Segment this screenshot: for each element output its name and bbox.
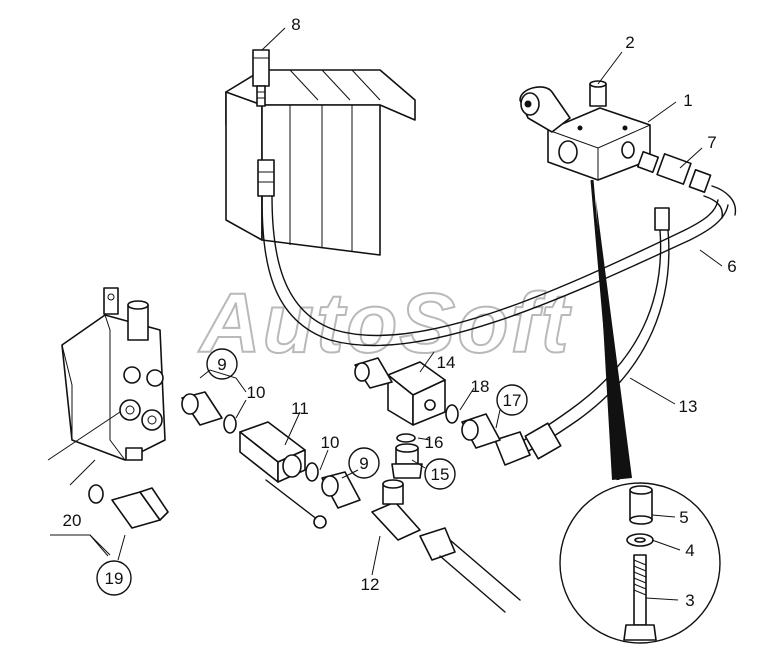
callout-12: 12	[361, 575, 380, 594]
bolt-3	[623, 554, 657, 641]
block-hose-fitting	[257, 159, 275, 197]
leader-lines	[199, 27, 723, 601]
hose-lower	[419, 527, 521, 613]
callout-15: 15	[424, 458, 456, 490]
o-ring-20	[88, 484, 104, 504]
bolt-8	[252, 49, 270, 107]
o-ring-18	[445, 404, 459, 424]
callout-9-lower-label: 9	[359, 454, 368, 473]
callout-3: 3	[685, 591, 694, 610]
leader-line-left	[47, 411, 121, 461]
callout-13: 13	[679, 397, 698, 416]
ball-valve-11	[239, 421, 327, 529]
callout-2: 2	[625, 33, 634, 52]
callout-18: 18	[471, 377, 490, 396]
callout-15-label: 15	[431, 465, 450, 484]
fitting-9-lower	[321, 471, 361, 509]
leader-20	[50, 534, 111, 556]
callout-11: 11	[291, 399, 309, 418]
callout-8: 8	[291, 15, 300, 34]
callout-16: 16	[425, 433, 444, 452]
callout-7: 7	[707, 133, 716, 152]
o-ring-10-lower	[305, 462, 319, 482]
o-ring-10-upper	[223, 414, 237, 434]
callout-17: 17	[496, 384, 528, 416]
watermark-text: AutoSoft	[198, 276, 572, 370]
callout-17-label: 17	[503, 391, 522, 410]
valve-1	[547, 107, 651, 181]
washer-4	[626, 533, 654, 547]
callout-10-lower: 10	[321, 433, 340, 452]
hose-6	[261, 195, 729, 347]
fitting-17	[461, 413, 501, 449]
solenoid	[519, 86, 571, 133]
block-14	[354, 357, 446, 426]
control-valve	[61, 287, 166, 461]
valve-stack-block	[225, 69, 416, 256]
callout-6: 6	[727, 257, 736, 276]
leader-to-detail	[590, 179, 632, 481]
callout-1: 1	[683, 91, 692, 110]
callout-4: 4	[685, 541, 694, 560]
callout-20: 20	[63, 511, 82, 530]
callout-19-label: 19	[105, 569, 124, 588]
detail-circle	[559, 482, 721, 644]
o-ring-16	[396, 433, 416, 443]
callout-9-lower: 9	[348, 447, 380, 479]
callout-19: 19	[96, 560, 132, 596]
fitting-15	[391, 443, 423, 479]
cap-2	[589, 80, 607, 107]
callout-14: 14	[437, 353, 456, 372]
callout-5: 5	[679, 508, 688, 527]
spacer-5	[629, 485, 653, 525]
callout-10-upper: 10	[247, 383, 266, 402]
leader-19	[89, 534, 126, 561]
callout-9-upper: 9	[206, 348, 238, 380]
callout-9-upper-label: 9	[217, 355, 226, 374]
leader-line-left-2	[69, 459, 96, 486]
block-14-fitting	[354, 357, 393, 389]
fitting-9-upper	[181, 391, 223, 426]
fitting-7	[636, 150, 737, 219]
fitting-19	[111, 487, 169, 529]
tee-12	[371, 479, 421, 541]
